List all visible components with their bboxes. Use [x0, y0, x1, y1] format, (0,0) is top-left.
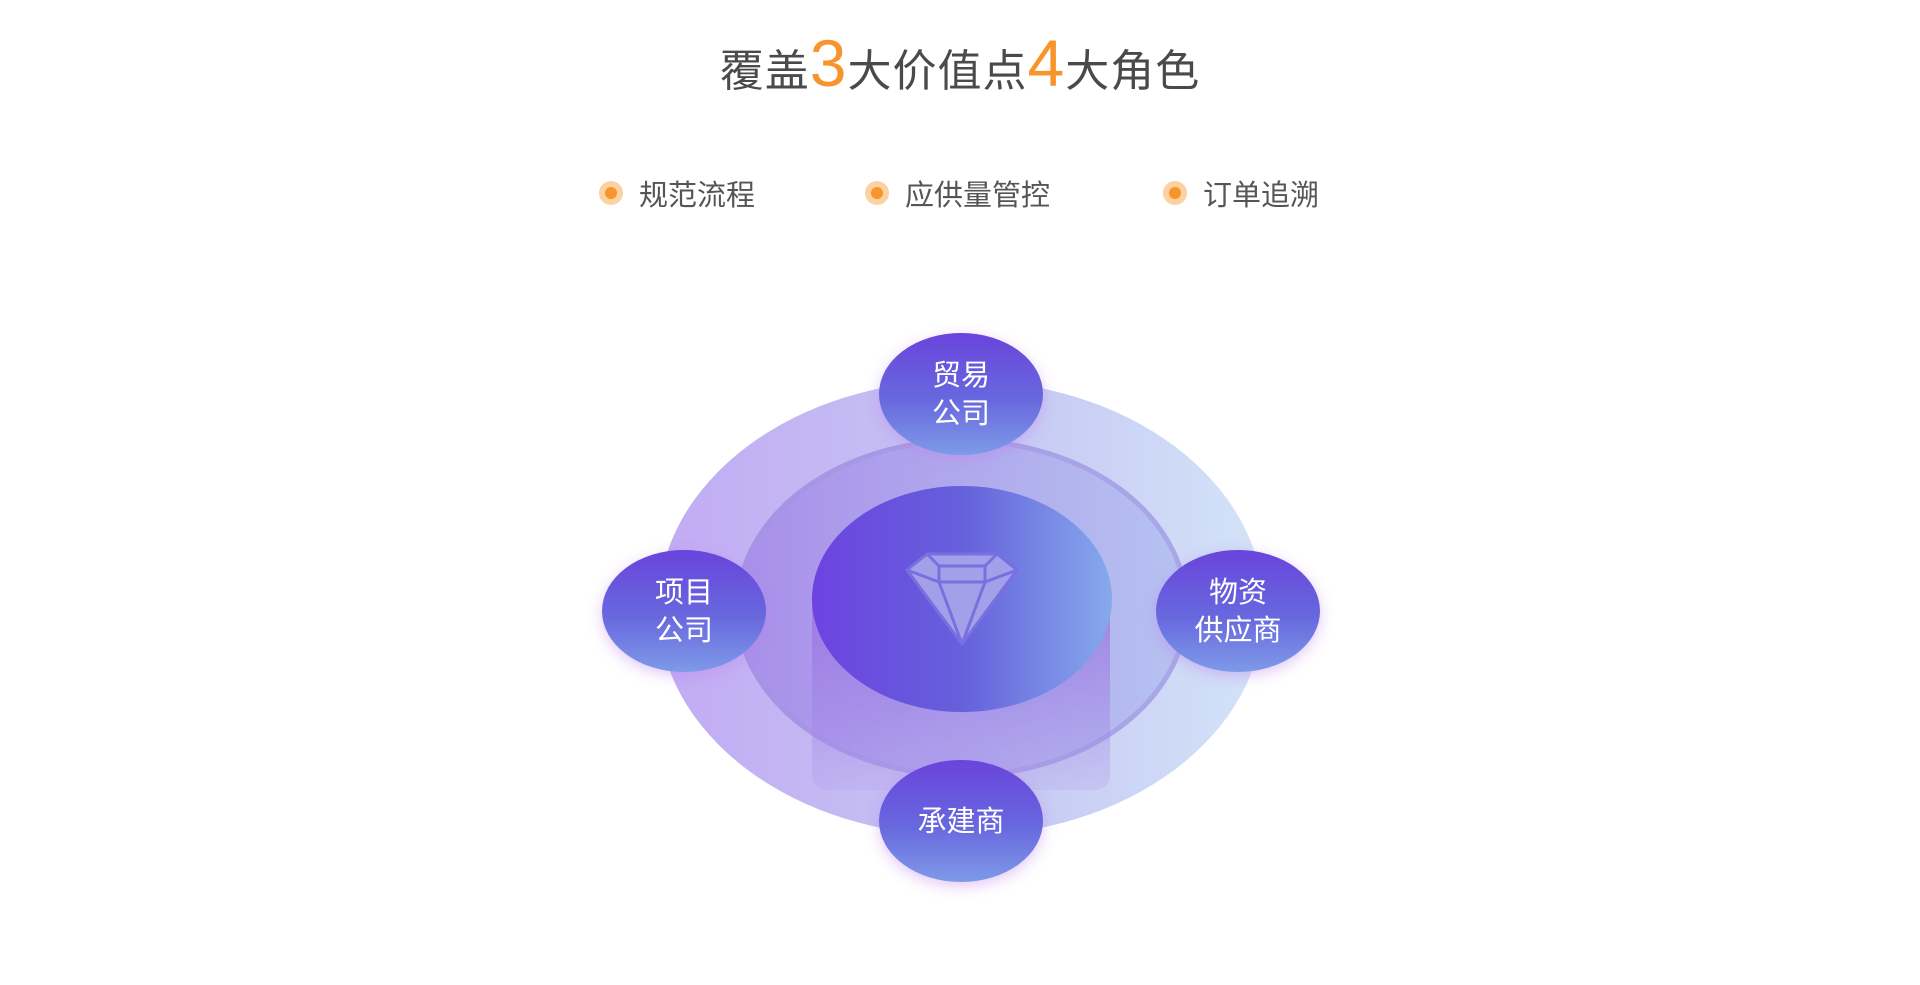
value-point-label: 订单追溯: [1203, 178, 1320, 212]
title-number-roles: 4: [1027, 26, 1066, 100]
role-label: 公司: [654, 613, 713, 647]
value-point-item: 订单追溯: [1163, 172, 1319, 214]
role-trading-company: 贸易公司: [879, 333, 1043, 455]
diamond-icon: [905, 552, 1019, 646]
value-point-label: 规范流程: [639, 178, 756, 212]
title-text: 大角色: [1065, 46, 1201, 97]
role-label: 贸易: [931, 358, 990, 392]
title-number-values: 3: [809, 26, 848, 100]
page-title: 覆盖3大价值点4大角色: [0, 18, 1920, 117]
role-contractor: 承建商: [879, 760, 1043, 882]
title-text: 覆盖: [719, 46, 810, 97]
value-point-label: 应供量管控: [905, 178, 1051, 212]
bullet-dot-icon: [865, 181, 889, 205]
role-label: 物资: [1208, 575, 1267, 609]
title-text: 大价值点: [847, 46, 1028, 97]
value-point-item: 规范流程: [599, 172, 755, 214]
role-label: 供应商: [1194, 613, 1282, 647]
bullet-dot-icon: [599, 181, 623, 205]
value-point-item: 应供量管控: [865, 172, 1050, 214]
role-label: 项目: [654, 575, 713, 609]
role-material-supplier: 物资供应商: [1156, 550, 1320, 672]
role-label: 公司: [931, 396, 990, 430]
bullet-dot-icon: [1163, 181, 1187, 205]
center-disc: [812, 486, 1112, 712]
role-label: 承建商: [917, 804, 1005, 838]
role-project-company: 项目公司: [602, 550, 766, 672]
